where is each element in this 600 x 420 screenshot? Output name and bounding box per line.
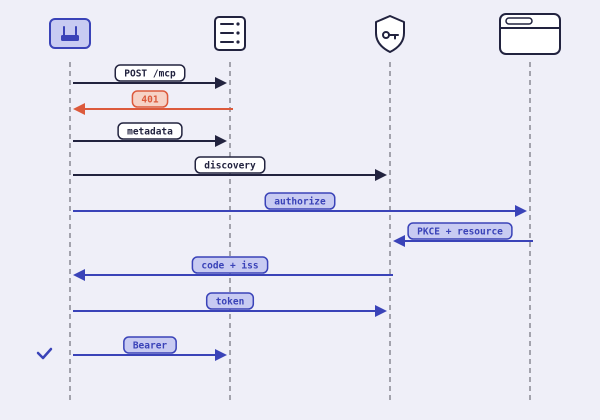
message-label-pill — [117, 122, 183, 140]
arrowhead — [375, 305, 387, 317]
message-label: discovery — [204, 161, 256, 172]
message-label-pill — [191, 256, 269, 274]
message-6: code + iss — [73, 256, 393, 281]
lifelines — [69, 62, 531, 400]
arrowhead — [215, 135, 227, 147]
message-8: Bearer — [73, 336, 227, 361]
arrowhead — [215, 77, 227, 89]
message-label: token — [216, 297, 245, 308]
message-label: metadata — [127, 127, 173, 138]
message-label-pill — [131, 90, 169, 108]
message-4: authorize — [73, 192, 527, 217]
message-label-pill — [407, 222, 513, 240]
server-icon — [214, 16, 246, 51]
message-label: POST /mcp — [124, 69, 176, 80]
message-label: 401 — [141, 95, 158, 106]
message-5: PKCE + resource — [393, 222, 533, 247]
message-label: code + iss — [201, 261, 258, 272]
browser-window-icon — [499, 13, 561, 55]
message-1: 401 — [73, 90, 233, 115]
message-label: Bearer — [133, 341, 168, 352]
router-icon — [49, 18, 91, 49]
arrowhead — [73, 269, 85, 281]
arrowhead — [393, 235, 405, 247]
message-label: PKCE + resource — [417, 227, 503, 238]
message-0: POST /mcp — [73, 64, 227, 89]
message-label-pill — [123, 336, 177, 354]
arrowhead — [73, 103, 85, 115]
shield-key-icon — [375, 15, 405, 53]
messages: POST /mcp 401 metadata discovery authorizePK… — [73, 64, 533, 361]
message-label: authorize — [274, 197, 326, 208]
message-label-pill — [114, 64, 186, 82]
message-7: token — [73, 292, 387, 317]
checkmark-icon — [36, 347, 53, 360]
arrowhead — [515, 205, 527, 217]
message-label-pill — [264, 192, 336, 210]
message-3: discovery — [73, 156, 387, 181]
arrowhead — [215, 349, 227, 361]
message-label-pill — [194, 156, 266, 174]
arrowhead — [375, 169, 387, 181]
message-label-pill — [205, 292, 255, 310]
message-2: metadata — [73, 122, 227, 147]
